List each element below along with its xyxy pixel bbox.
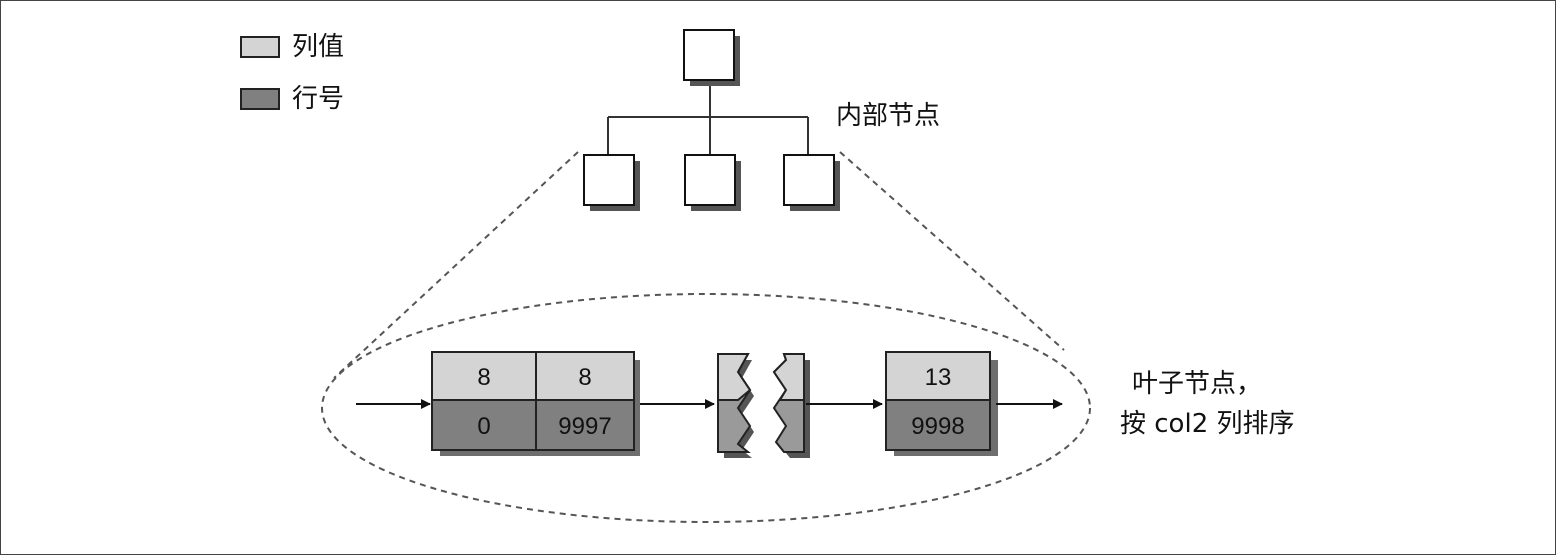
leaf-level-ellipse [321, 293, 1091, 523]
internal-node-middle [684, 154, 741, 211]
legend-label-row-number: 行号 [292, 84, 345, 114]
root-node [683, 29, 740, 86]
legend-swatch-row-number [240, 88, 280, 110]
leaf1-row-number-1: 0 [477, 413, 490, 440]
leaf-page-2: 13 9998 [885, 351, 998, 456]
leaf2-row-number-1: 9998 [911, 413, 964, 440]
leaf1-row-number-2: 9997 [558, 413, 611, 440]
leaf1-column-value-1: 8 [477, 364, 490, 391]
leaf2-column-value-1: 13 [925, 364, 952, 391]
leaf-nodes-label-line2: 按 col2 列排序 [1120, 409, 1295, 439]
leaf-page-1: 8 8 0 9997 [431, 351, 640, 456]
internal-nodes-label: 内部节点 [836, 101, 941, 131]
legend-swatch-column-value [240, 36, 280, 58]
zoom-guide-lines [333, 151, 1065, 379]
omitted-pages-torn-icon [717, 353, 810, 458]
leaf1-column-value-2: 8 [578, 364, 591, 391]
legend-label-column-value: 列值 [292, 32, 345, 62]
internal-node-left [583, 154, 640, 211]
internal-node-right [783, 154, 840, 211]
tree-connector-lines [607, 80, 809, 155]
leaf-nodes-label-line1: 叶子节点， [1132, 369, 1263, 399]
